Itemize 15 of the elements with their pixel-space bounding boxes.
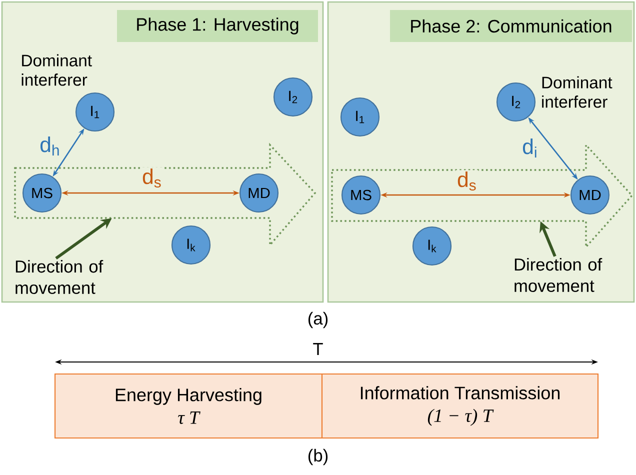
phase-heading: Phase 2: Communication (390, 10, 632, 42)
time-slot-box: Information Transmission (1 − τ) T (321, 373, 599, 439)
movement-caption: Direction of movement (514, 258, 602, 292)
caption-label: (b) (308, 448, 328, 466)
caption-label: (a) (308, 312, 328, 328)
edge-label: d$_{s}$ (458, 171, 476, 191)
phase-heading: Phase 1: Harvesting (117, 10, 318, 42)
time-slot-box: Energy Harvesting τ T (54, 373, 323, 439)
edge-label: d$_{s}$ (142, 168, 161, 188)
edge-label: d$_{i}$ (522, 138, 536, 158)
interferer-caption: Dominant interferer (542, 76, 612, 108)
caption-label: T (313, 343, 323, 355)
interferer-caption: Dominant interferer (22, 54, 92, 86)
movement-caption: Direction of movement (16, 260, 104, 294)
edge-label: d$_{h}$ (40, 136, 59, 156)
